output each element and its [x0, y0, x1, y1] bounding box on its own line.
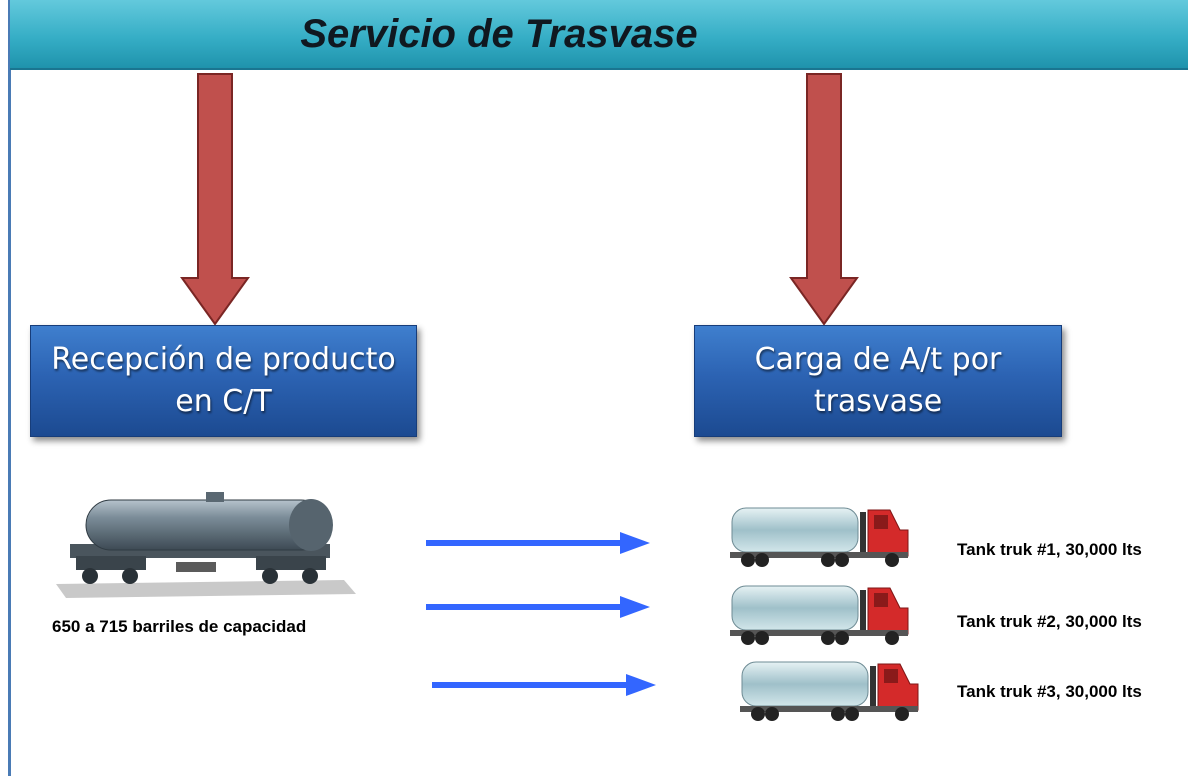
tank-truck-2-image: [730, 585, 909, 645]
right-arrow-3-icon: [432, 674, 656, 696]
truck-1-label: Tank truk #1, 30,000 lts: [957, 540, 1142, 559]
truck-2-label: Tank truk #2, 30,000 lts: [957, 612, 1142, 631]
reception-box-line2: en C/T: [175, 384, 272, 419]
loading-box-line1: Carga de A/t por: [754, 342, 1002, 377]
loading-box-line2: trasvase: [813, 384, 943, 419]
left-border-line: [8, 0, 11, 776]
tank-truck-1-image: [730, 507, 909, 567]
down-arrow-left-icon: [180, 73, 250, 326]
right-arrow-1-icon: [426, 532, 650, 554]
reception-box-line1: Recepción de producto: [51, 342, 396, 377]
page-title: Servicio de Trasvase: [300, 11, 698, 56]
tank-truck-3-image: [740, 661, 919, 721]
down-arrow-right-icon: [789, 73, 859, 326]
rail-car-capacity-caption: 650 a 715 barriles de capacidad: [52, 617, 307, 636]
title-bar: Servicio de Trasvase: [10, 0, 1188, 70]
right-arrow-2-icon: [426, 596, 650, 618]
truck-3-label: Tank truk #3, 30,000 lts: [957, 682, 1142, 701]
reception-box: Recepción de producto en C/T: [30, 325, 417, 437]
rail-tank-car-image: [56, 492, 356, 598]
loading-box: Carga de A/t por trasvase: [694, 325, 1062, 437]
